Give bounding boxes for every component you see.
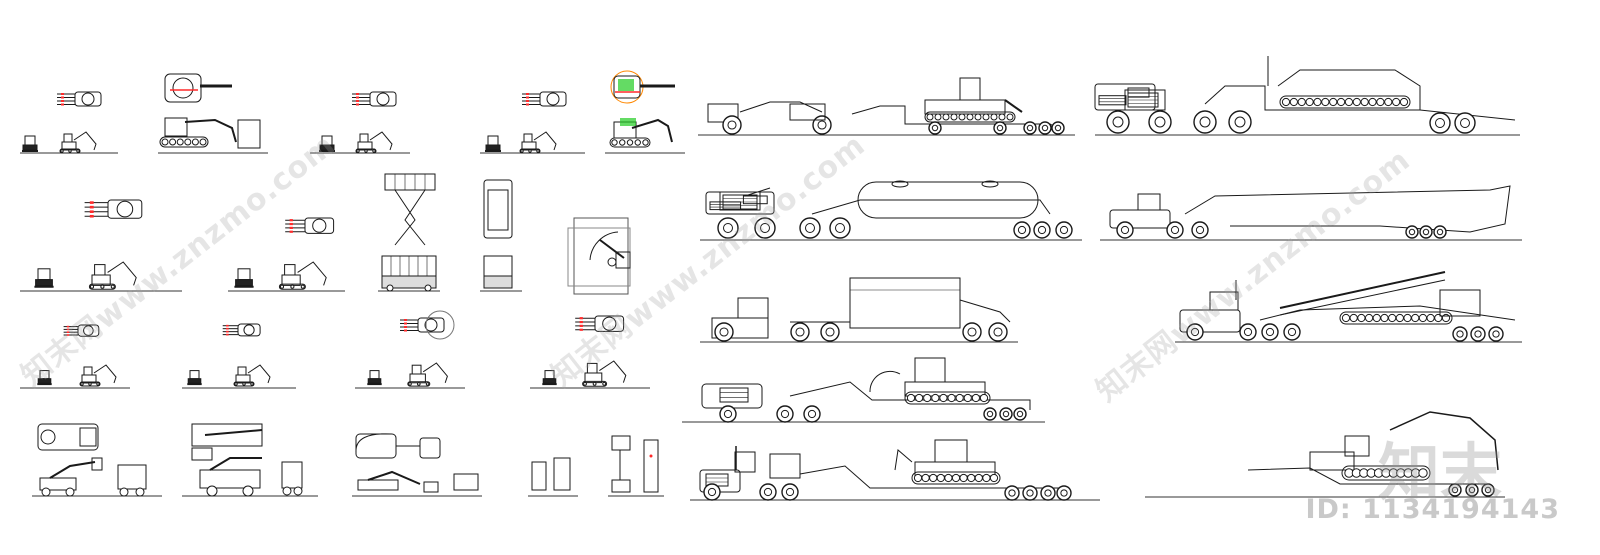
excavator-side-view (582, 360, 627, 387)
scissor-lift-side (381, 255, 437, 292)
truck-with-pneumatic-tanker (711, 277, 1011, 342)
excavator-front-view (34, 268, 54, 288)
excavator-front-view (234, 268, 254, 288)
scissor-lift-top (384, 173, 436, 246)
truck-crane-top (191, 423, 263, 461)
excavator-front-view (485, 135, 501, 152)
excavator-front-view (319, 135, 335, 152)
articulated-boom-lift-top (355, 433, 441, 459)
lowboy-trailer-with-dozer (851, 77, 1065, 135)
excavator-side-view (79, 364, 117, 387)
crawler-carrier-trailer (1204, 56, 1516, 134)
tractor-with-bulk-tanker (705, 180, 1073, 239)
excavator-top-view (352, 91, 397, 107)
ground-lines (20, 134, 1522, 501)
boom-lift-top (37, 423, 99, 451)
personnel-lift-elevations (531, 435, 659, 493)
scraper-tractor (707, 101, 832, 135)
demolition-machine-side-highlight (609, 118, 673, 148)
image-id-label: ID: 1134194143 (1305, 494, 1560, 525)
excavator-top-view (285, 217, 335, 234)
boom-lift-side (39, 457, 147, 497)
scissor-lift-front (483, 179, 513, 289)
demolition-machine-side (159, 117, 261, 149)
excavator-side-view (278, 261, 327, 290)
demolition-machine-top (164, 73, 232, 103)
excavator-front-view (22, 135, 38, 152)
excavator-side-view (233, 364, 271, 387)
articulated-boom-lift-side (357, 470, 479, 493)
truck-with-dozer-trailer (701, 357, 1031, 423)
excavator-front-view (37, 370, 52, 386)
excavator-side-view (59, 131, 97, 154)
machines (22, 56, 1516, 501)
excavator-front-view (542, 370, 557, 386)
excavator-top-view (57, 91, 102, 107)
excavator-top-view-large (84, 199, 143, 219)
excavator-side-view (407, 362, 448, 387)
excavator-side-view (88, 261, 137, 290)
truck-crane-side (199, 457, 303, 497)
heavy-hauler-with-dozer (699, 439, 1072, 501)
excavator-top-view (63, 324, 100, 337)
tractor-with-flatbed-trailer (1109, 185, 1511, 239)
excavator-top-view (222, 323, 261, 337)
excavator-side-view (519, 131, 557, 154)
excavator-front-view (367, 370, 382, 386)
excavator-top-view (400, 317, 445, 333)
excavator-top-view (522, 91, 567, 107)
watermark-logo: 知末 (1378, 436, 1503, 509)
demolition-machine-top-highlight (610, 70, 675, 104)
excavator-top-view (575, 315, 625, 332)
truck-with-conveyor-trailer (1179, 271, 1516, 342)
heavy-tractor-unit (1094, 83, 1252, 134)
excavator-front-view (187, 370, 202, 386)
excavator-side-view (355, 131, 393, 154)
loader-arm-elevation (567, 217, 631, 295)
lowbed-with-excavator-attachment (1247, 411, 1499, 497)
